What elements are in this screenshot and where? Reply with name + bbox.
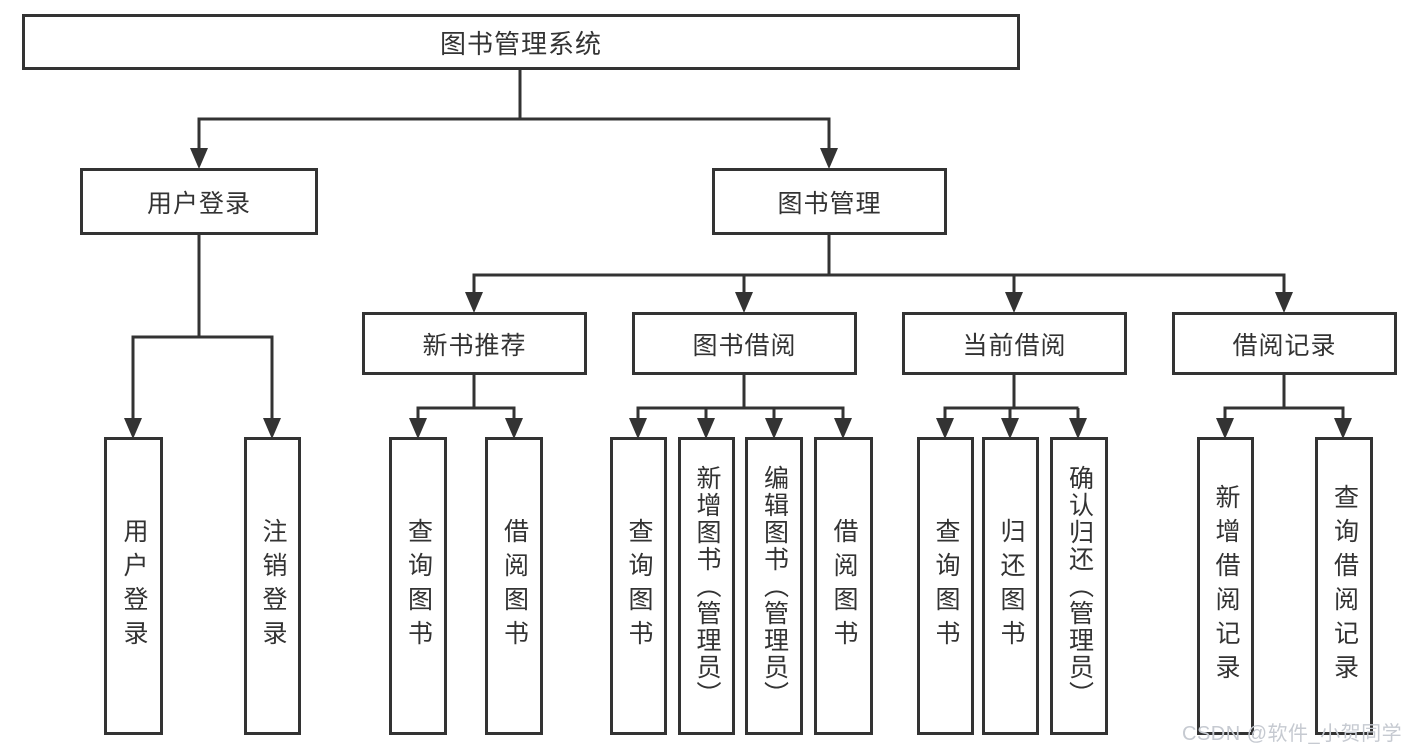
arrow-down-icon	[765, 418, 783, 439]
leaf-logout-label: 注销登录	[259, 518, 287, 654]
leaf-borrow-query-books: 查询图书	[610, 437, 667, 735]
arrow-down-icon	[1216, 418, 1234, 439]
arrow-down-icon	[1005, 292, 1023, 313]
leaf-records-add-record-label: 新增借阅记录	[1212, 484, 1240, 688]
leaf-user-login: 用户登录	[104, 437, 163, 735]
node-borrowing-records-label: 借阅记录	[1232, 331, 1337, 360]
arrow-down-icon	[629, 418, 647, 439]
node-current-borrowing: 当前借阅	[902, 312, 1127, 375]
leaf-borrow-edit-books-admin: 编辑图书（管理员）	[745, 437, 803, 735]
node-library-management-system: 图书管理系统	[22, 14, 1020, 70]
leaf-borrow-add-books-admin-label: 新增图书（管理员）	[693, 464, 721, 708]
leaf-borrow-edit-books-admin-label: 编辑图书（管理员）	[760, 464, 789, 708]
arrow-down-icon	[1001, 418, 1019, 439]
leaf-newrec-query-books-label: 查询图书	[404, 518, 433, 654]
node-book-management-label: 图书管理	[777, 189, 882, 218]
arrow-down-icon	[697, 418, 715, 439]
node-current-borrowing-label: 当前借阅	[962, 331, 1067, 360]
leaf-current-return-books: 归还图书	[982, 437, 1039, 735]
node-book-management: 图书管理	[712, 168, 947, 235]
arrow-down-icon	[409, 418, 427, 439]
node-user-login-label: 用户登录	[146, 189, 251, 218]
leaf-logout: 注销登录	[244, 437, 301, 735]
arrow-down-icon	[936, 418, 954, 439]
arrow-down-icon	[1334, 418, 1352, 439]
arrow-down-icon	[820, 148, 838, 169]
leaf-borrow-borrow-books: 借阅图书	[814, 437, 873, 735]
arrowheads	[124, 148, 1352, 439]
arrow-down-icon	[834, 418, 852, 439]
leaf-borrow-query-books-label: 查询图书	[625, 518, 653, 654]
leaf-records-add-record: 新增借阅记录	[1197, 437, 1254, 735]
csdn-watermark: CSDN @软件_小贺同学	[1182, 723, 1403, 745]
arrow-down-icon	[465, 292, 483, 313]
leaf-current-return-books-label: 归还图书	[997, 518, 1025, 654]
leaf-newrec-query-books: 查询图书	[389, 437, 447, 735]
leaf-records-query-record-label: 查询借阅记录	[1330, 484, 1359, 688]
arrow-down-icon	[1275, 292, 1293, 313]
leaf-newrec-borrow-books-label: 借阅图书	[500, 518, 529, 654]
arrow-down-icon	[505, 418, 523, 439]
node-new-book-recommend: 新书推荐	[362, 312, 587, 375]
leaf-current-query-books: 查询图书	[917, 437, 974, 735]
leaf-records-query-record: 查询借阅记录	[1315, 437, 1373, 735]
leaf-current-confirm-return-admin-label: 确认归还（管理员）	[1065, 464, 1094, 708]
arrow-down-icon	[1069, 418, 1087, 439]
arrow-down-icon	[190, 148, 208, 169]
leaf-current-query-books-label: 查询图书	[932, 518, 960, 654]
leaf-borrow-borrow-books-label: 借阅图书	[830, 518, 858, 654]
node-book-borrowing: 图书借阅	[632, 312, 857, 375]
node-borrowing-records: 借阅记录	[1172, 312, 1397, 375]
arrow-down-icon	[735, 292, 753, 313]
node-user-login: 用户登录	[80, 168, 318, 235]
arrow-down-icon	[263, 418, 281, 439]
arrow-down-icon	[124, 418, 142, 439]
leaf-user-login-label: 用户登录	[120, 518, 148, 654]
node-library-management-system-label: 图书管理系统	[439, 28, 602, 59]
node-book-borrowing-label: 图书借阅	[692, 331, 797, 360]
leaf-newrec-borrow-books: 借阅图书	[485, 437, 543, 735]
leaf-borrow-add-books-admin: 新增图书（管理员）	[678, 437, 735, 735]
leaf-current-confirm-return-admin: 确认归还（管理员）	[1050, 437, 1108, 735]
connector-lines	[131, 68, 1345, 419]
node-new-book-recommend-label: 新书推荐	[422, 331, 527, 360]
